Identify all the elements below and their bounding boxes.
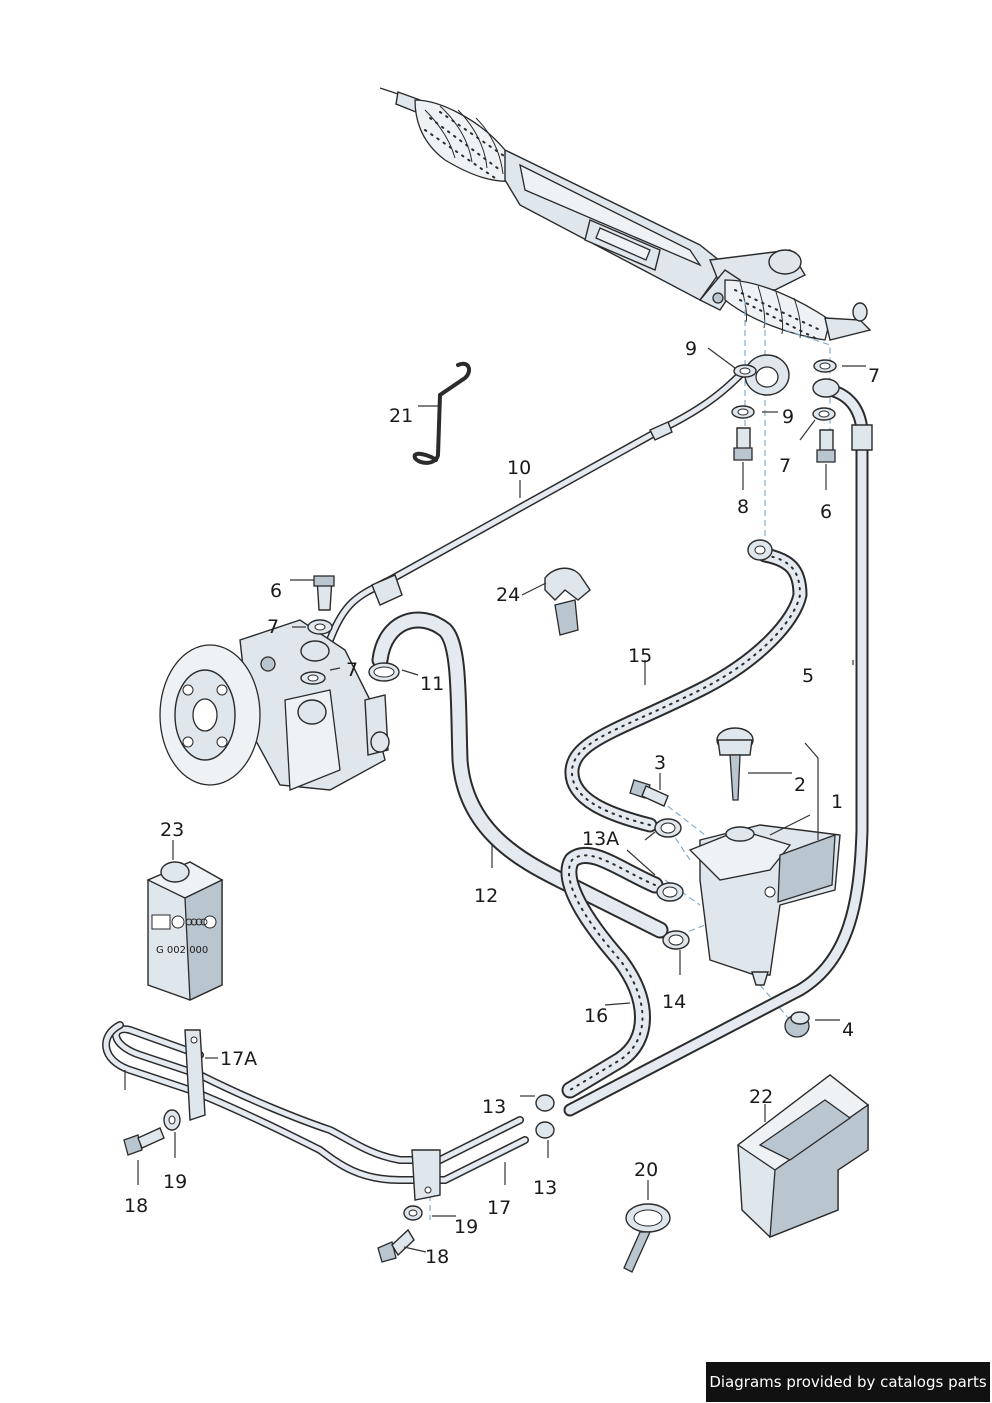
part-labels: 9 7 9 7 8 6 21 10 6 7 7 11 24 15 5 3 2 1…: [124, 338, 880, 1268]
label-2: 2: [794, 774, 806, 796]
hose-15: [564, 547, 808, 833]
can-label: G 002 000: [156, 945, 208, 956]
label-15: 15: [628, 645, 652, 667]
label-19a: 19: [163, 1171, 187, 1193]
label-6b: 6: [820, 501, 832, 523]
label-9b: 9: [782, 406, 794, 428]
bolt-6-rack: [816, 429, 836, 463]
pipe-5: [563, 383, 873, 1117]
bolt-18b: [377, 1228, 415, 1263]
label-7b: 7: [346, 659, 358, 681]
banjo-return: [812, 378, 840, 398]
label-10: 10: [507, 457, 531, 479]
label-4: 4: [842, 1019, 854, 1041]
hose-16: [560, 846, 664, 1099]
label-14: 14: [662, 991, 686, 1013]
label-22: 22: [749, 1086, 773, 1108]
label-21: 21: [389, 405, 413, 427]
label-13A: 13A: [582, 828, 619, 850]
fastener-6-pump: [313, 575, 335, 611]
label-20: 20: [634, 1159, 658, 1181]
tray-22: [736, 1074, 870, 1238]
label-6a: 6: [270, 580, 282, 602]
label-11: 11: [420, 673, 444, 695]
bolt-3: [629, 779, 669, 807]
label-18a: 18: [124, 1195, 148, 1217]
clamp-13a: [535, 1094, 555, 1112]
label-8: 8: [737, 496, 749, 518]
hose-clamp-20: [623, 1203, 671, 1273]
pipe-10: [326, 371, 744, 644]
reservoir-1: [688, 824, 841, 986]
label-9a: 9: [685, 338, 697, 360]
label-23: 23: [160, 819, 184, 841]
credit-banner: Diagrams provided by catalogs parts: [706, 1362, 990, 1402]
label-24: 24: [496, 584, 520, 606]
label-18b: 18: [425, 1246, 449, 1268]
leader-lines: [124, 347, 866, 1253]
label-17A: 17A: [220, 1048, 257, 1070]
cooling-pipe-17: [102, 1021, 529, 1201]
dipstick-cap-2: [716, 727, 754, 801]
power-steering-pump: [159, 619, 390, 791]
bracket-21: [412, 361, 472, 465]
clip-24: [544, 567, 591, 636]
label-7d: 7: [779, 455, 791, 477]
clamp-11: [368, 662, 400, 682]
clamp-13b: [535, 1121, 555, 1139]
fluid-can-23: G 002 000: [146, 861, 224, 1001]
label-19b: 19: [454, 1216, 478, 1238]
hose-12: [371, 611, 669, 939]
label-7c: 7: [868, 365, 880, 387]
label-17: 17: [487, 1197, 511, 1219]
bolt-18a: [123, 1127, 165, 1156]
label-13b: 13: [533, 1177, 557, 1199]
label-12: 12: [474, 885, 498, 907]
label-3: 3: [654, 752, 666, 774]
label-13a: 13: [482, 1096, 506, 1118]
banjo-pump: [300, 640, 330, 662]
label-1: 1: [831, 791, 843, 813]
label-5: 5: [802, 665, 814, 687]
steering-rack: [379, 87, 872, 341]
bolt-8: [733, 427, 753, 461]
label-16: 16: [584, 1005, 608, 1027]
cap-4: [784, 1011, 810, 1038]
label-7a: 7: [267, 616, 279, 638]
